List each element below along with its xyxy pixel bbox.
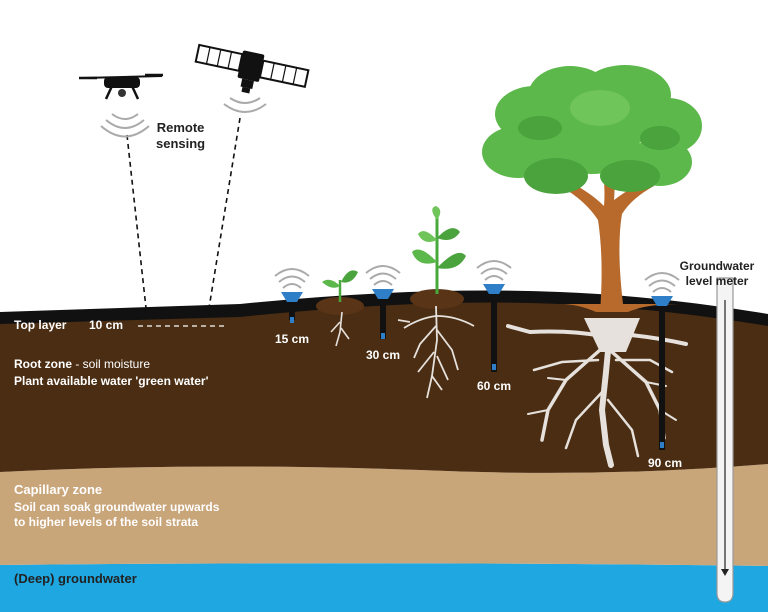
capillary-zone-layer: [0, 464, 768, 566]
meter-line1: Groundwater: [679, 259, 755, 273]
sensor-30cm: [365, 265, 401, 339]
seedling-icon: [322, 270, 358, 302]
young-plant-icon: [412, 206, 466, 294]
capillary-zone-title: Capillary zone: [14, 482, 103, 497]
meter-line2: level meter: [685, 274, 749, 288]
top-layer-label: Top layer: [14, 318, 67, 332]
sensor-60cm: [476, 260, 512, 372]
remote-sensing-line1: Remote: [156, 120, 205, 135]
satellite-signal-waves-icon: [223, 97, 267, 113]
capillary-zone-desc-line2: to higher levels of the soil strata: [14, 515, 199, 529]
top-layer-depth: 10 cm: [89, 318, 124, 332]
seedling-roots-icon: [330, 311, 350, 347]
sensor-depth-label: 15 cm: [275, 332, 310, 346]
groundwater-meter-label: Groundwater level meter: [672, 259, 762, 289]
sensor-depth-label: 30 cm: [366, 348, 401, 362]
plant-roots-icon: [397, 305, 475, 399]
sensor-90cm: [644, 272, 680, 450]
root-zone-description: Plant available water 'green water': [14, 374, 209, 388]
top-layer-band: [0, 290, 768, 326]
sensor-depth-label: 60 cm: [477, 379, 512, 393]
remote-sensing-line2: sensing: [156, 136, 206, 151]
root-zone-title: Root zone: [14, 357, 72, 371]
sensor-depth-label: 90 cm: [648, 456, 683, 470]
satellite-icon: [194, 43, 310, 94]
capillary-zone-desc-line1: Soil can soak groundwater upwards: [14, 500, 220, 514]
root-zone-layer: [0, 300, 768, 473]
tree-icon: [482, 65, 702, 312]
mound-left: [316, 297, 364, 315]
groundwater-level-meter-icon: [716, 277, 734, 603]
drone-signal-waves-icon: [100, 113, 150, 138]
drone-signal-line: [126, 134, 147, 309]
root-zone-heading: Root zone - soil moisture: [14, 357, 150, 371]
groundwater-layer: [0, 563, 768, 612]
drone-icon: [79, 73, 163, 100]
satellite-signal-line: [208, 117, 241, 309]
groundwater-label: (Deep) groundwater: [14, 571, 137, 586]
sensor-15cm: [274, 268, 310, 323]
remote-sensing-label: Remote sensing: [156, 120, 205, 152]
root-zone-suffix: - soil moisture: [75, 357, 151, 371]
mound-middle: [410, 289, 464, 309]
